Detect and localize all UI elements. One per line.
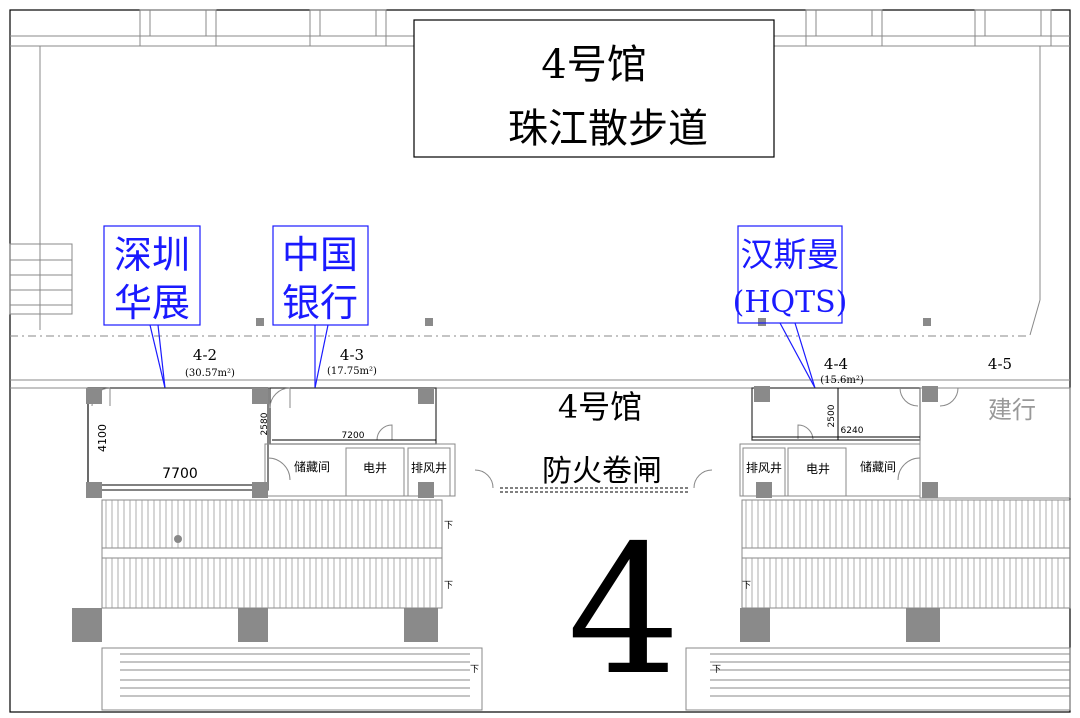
room-storage-left: 储藏间 [294,459,330,474]
big-hall-number: 4 [567,507,680,714]
title-walkway: 珠江散步道 [508,106,708,152]
room-exhaust-right: 排风井 [746,461,782,475]
dim-2580: 2580 [260,412,270,435]
axis-columns [256,318,931,326]
label-hqts-line2: (HQTS) [733,285,848,320]
stairs-down-3: 下 [470,665,479,675]
unit-4-5-id: 4-5 [988,355,1012,373]
stair-treads [105,500,1065,608]
left-shops [87,387,456,497]
dim-7200: 7200 [342,431,365,441]
label-hqts: 汉斯曼 (HQTS) [733,225,848,389]
right-shops [739,387,1071,499]
room-electric-right: 电井 [806,462,830,476]
unit-4-3-area: (17.75m²) [327,366,377,377]
label-bank-of-china: 中国 银行 [272,225,369,389]
unit-4-2-id: 4-2 [193,346,217,364]
dim-6240: 6240 [841,426,864,436]
room-electric-left: 电井 [363,461,387,475]
dim-7700: 7700 [162,466,198,482]
room-storage-right: 储藏间 [860,459,896,474]
title-box [413,19,775,158]
stairs-down-1: 下 [444,521,453,531]
drawing-border [9,9,1071,713]
stairs-down-2: 下 [444,581,453,591]
stairs-down-4: 下 [742,581,751,591]
floor-marker-dot [174,535,182,543]
label-shenzhen-line2: 华展 [114,281,190,325]
center-hall-label: 4号馆 [558,388,642,426]
fire-shutter-label: 防火卷闸 [542,454,662,489]
unit-4-4-area: (15.6m²) [820,375,864,386]
label-boc-line1: 中国 [282,233,358,277]
dim-4100: 4100 [96,424,109,452]
title-hall: 4号馆 [541,42,646,88]
columns [72,386,940,642]
room-exhaust-left: 排风井 [411,461,447,475]
label-shenzhen-huazhan: 深圳 华展 [103,225,201,389]
label-boc-line2: 银行 [282,281,358,325]
dim-2500: 2500 [827,404,837,427]
stairs-right [685,499,1071,711]
unit-4-3-id: 4-3 [340,346,364,364]
stairs-down-5: 下 [712,665,721,675]
label-shenzhen-line1: 深圳 [114,233,190,277]
escalator-left [9,243,73,315]
unit-4-2-area: (30.57m²) [185,368,235,379]
label-hqts-line1: 汉斯曼 [741,235,840,274]
unit-4-5-tenant: 建行 [988,396,1036,424]
unit-4-4-id: 4-4 [824,355,848,373]
stairs-left [101,499,483,711]
